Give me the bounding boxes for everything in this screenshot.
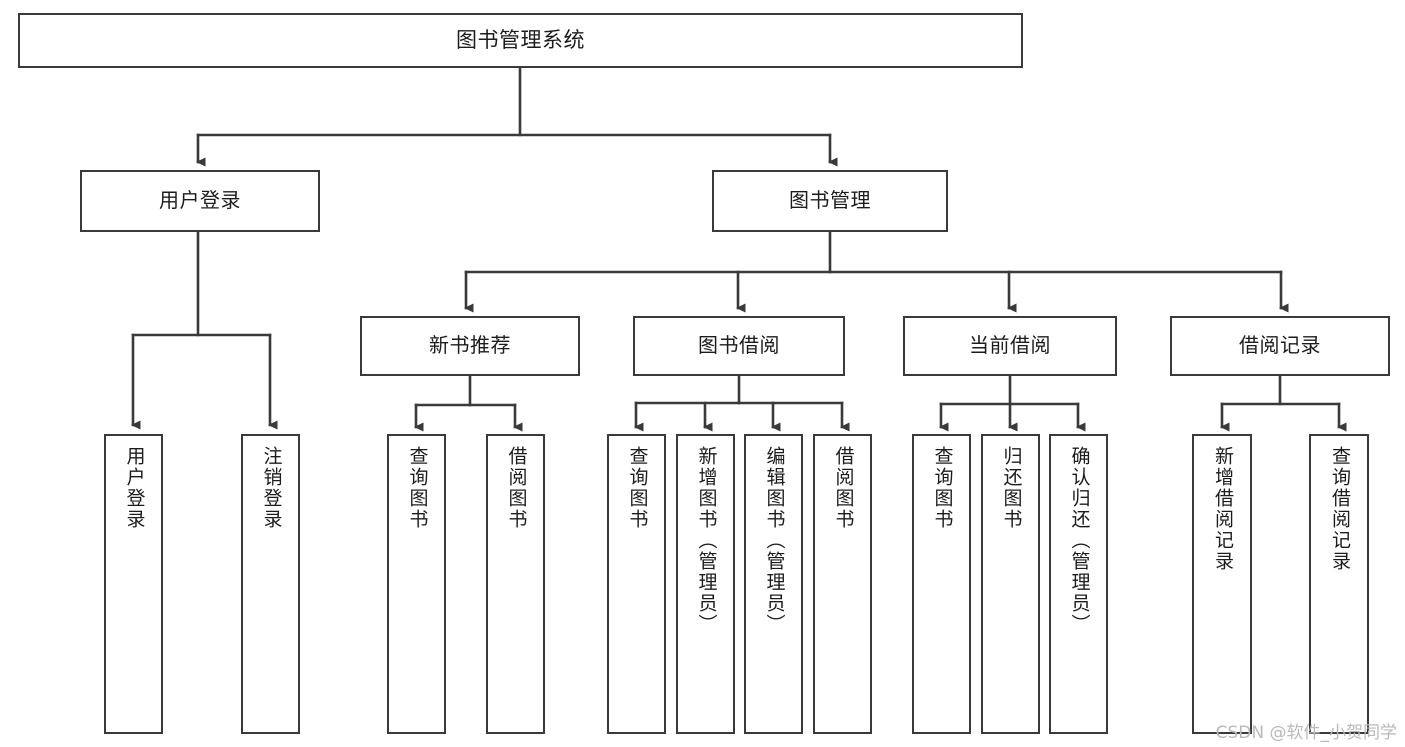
node-label: 用户登录: [159, 188, 241, 213]
leaf-book-borrow-edit[interactable]: 编辑图书（管理员）: [744, 434, 803, 734]
leaf-book-borrow-borrow[interactable]: 借阅图书: [813, 434, 872, 734]
leaf-user-login-login[interactable]: 用户登录: [104, 434, 163, 734]
node-current-borrow[interactable]: 当前借阅: [903, 316, 1117, 376]
node-root-system[interactable]: 图书管理系统: [18, 13, 1023, 68]
node-label: 图书借阅: [698, 333, 780, 358]
node-label: 借阅记录: [1239, 333, 1321, 358]
node-label: 归还图书: [1000, 446, 1023, 530]
node-label: 新增图书（管理员）: [695, 446, 718, 635]
node-user-login[interactable]: 用户登录: [80, 170, 320, 232]
node-label: 查询图书: [931, 446, 954, 530]
node-label: 查询借阅记录: [1328, 446, 1351, 572]
node-new-book-recommend[interactable]: 新书推荐: [360, 316, 580, 376]
leaf-current-borrow-confirm-return[interactable]: 确认归还（管理员）: [1049, 434, 1108, 734]
node-label: 图书管理系统: [456, 28, 585, 53]
node-label: 新书推荐: [429, 333, 511, 358]
node-label: 图书管理: [789, 188, 871, 213]
node-book-management[interactable]: 图书管理: [712, 170, 948, 232]
leaf-borrow-record-query[interactable]: 查询借阅记录: [1309, 434, 1369, 734]
leaf-current-borrow-return[interactable]: 归还图书: [981, 434, 1040, 734]
node-label: 确认归还（管理员）: [1068, 446, 1091, 635]
node-label: 借阅图书: [505, 446, 528, 530]
node-label: 查询图书: [406, 446, 429, 530]
watermark: CSDN @软件_小贺同学: [1215, 723, 1397, 743]
node-label: 编辑图书（管理员）: [763, 446, 786, 635]
node-label: 注销登录: [260, 446, 283, 530]
leaf-borrow-record-add[interactable]: 新增借阅记录: [1192, 434, 1252, 734]
leaf-new-book-borrow[interactable]: 借阅图书: [486, 434, 545, 734]
node-label: 用户登录: [123, 446, 146, 530]
node-borrow-record[interactable]: 借阅记录: [1170, 316, 1390, 376]
leaf-book-borrow-add[interactable]: 新增图书（管理员）: [676, 434, 735, 734]
leaf-book-borrow-query[interactable]: 查询图书: [607, 434, 666, 734]
node-label: 当前借阅: [969, 333, 1051, 358]
node-label: 查询图书: [626, 446, 649, 530]
node-label: 新增借阅记录: [1211, 446, 1234, 572]
leaf-current-borrow-query[interactable]: 查询图书: [912, 434, 971, 734]
node-book-borrow[interactable]: 图书借阅: [633, 316, 845, 376]
leaf-user-login-logout[interactable]: 注销登录: [241, 434, 300, 734]
node-label: 借阅图书: [832, 446, 855, 530]
leaf-new-book-query[interactable]: 查询图书: [387, 434, 446, 734]
